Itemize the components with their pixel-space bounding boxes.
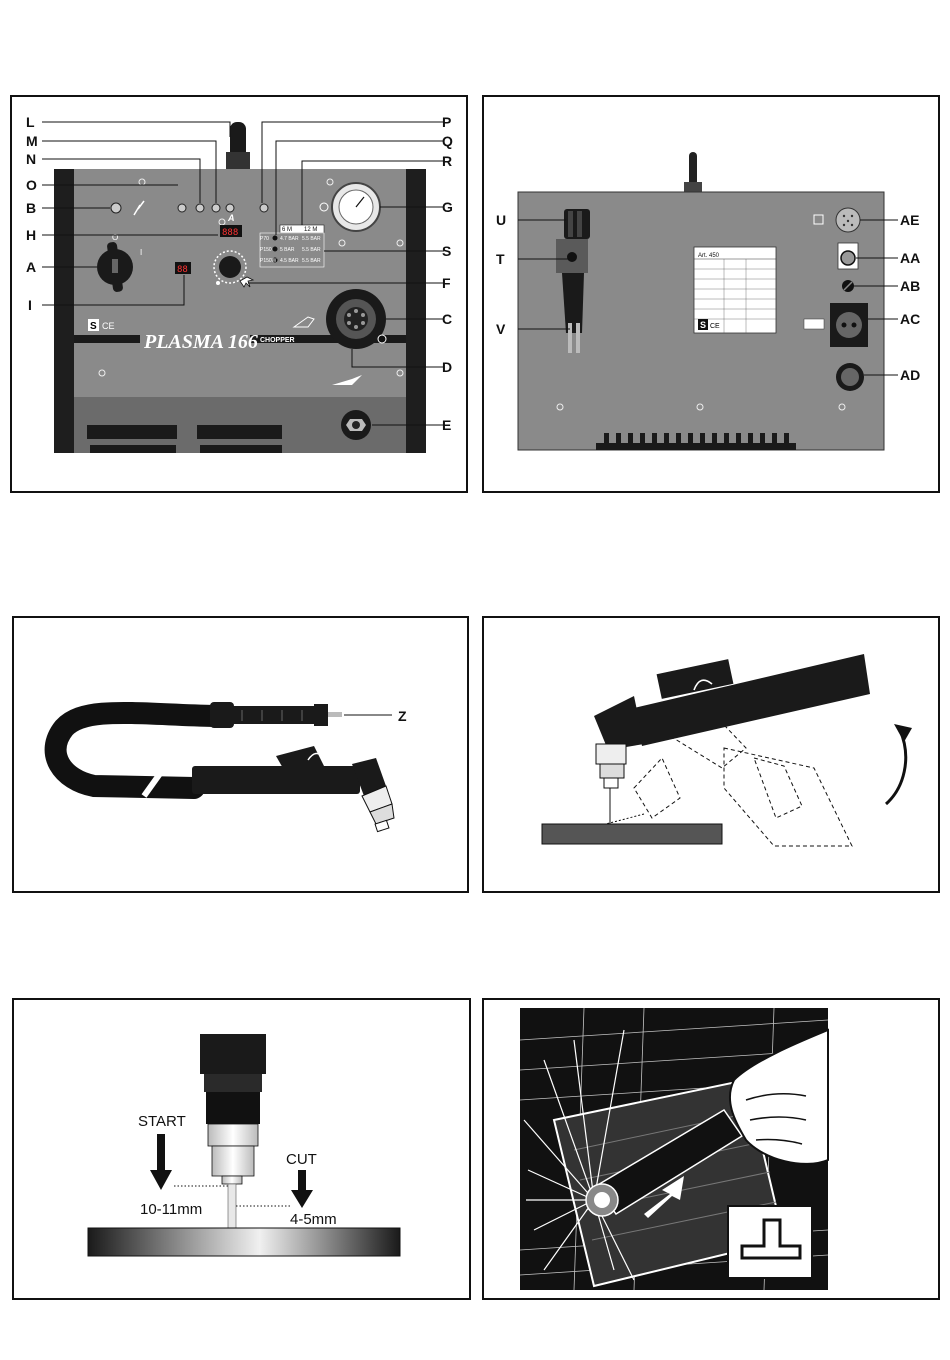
cut-distance: 4-5mm bbox=[290, 1211, 337, 1228]
pressure-header-2: 12 M bbox=[304, 227, 317, 233]
pressure-row-2-v1: 5 BAR bbox=[280, 247, 295, 253]
callout-AA: AA bbox=[900, 250, 920, 266]
torch-hose-svg: Z bbox=[14, 618, 467, 891]
pressure-row-2-name: P150 bbox=[260, 247, 272, 253]
pressure-row-2-v2: 5.5 BAR bbox=[302, 247, 321, 253]
switch-off-label: O bbox=[112, 233, 118, 242]
pressure-row-3-name: P150W bbox=[260, 258, 277, 264]
callout-C: C bbox=[442, 311, 452, 327]
cutting-illustration bbox=[482, 998, 940, 1300]
callout-Q: Q bbox=[442, 133, 453, 149]
start-label: START bbox=[138, 1113, 186, 1130]
callout-AC: AC bbox=[900, 311, 920, 327]
callout-AD: AD bbox=[900, 367, 920, 383]
display-small: 88 bbox=[177, 265, 188, 275]
callout-M: M bbox=[26, 133, 38, 149]
plate-title: Art. 450 bbox=[698, 253, 720, 259]
callout-S: S bbox=[442, 243, 451, 259]
callout-V: V bbox=[496, 321, 506, 337]
callout-T: T bbox=[496, 251, 505, 267]
amp-unit: A bbox=[227, 213, 235, 223]
logo-s: S bbox=[90, 321, 97, 332]
led-b bbox=[111, 203, 121, 213]
callout-E: E bbox=[442, 417, 451, 433]
callout-AE: AE bbox=[900, 212, 919, 228]
callout-O: O bbox=[26, 177, 37, 193]
ce-mark: CE bbox=[102, 321, 115, 331]
torch-hose-diagram: Z bbox=[12, 616, 469, 893]
callout-G: G bbox=[442, 199, 453, 215]
pressure-row-3-v2: 5.5 BAR bbox=[302, 258, 321, 264]
callout-L: L bbox=[26, 114, 35, 130]
cut-label: CUT bbox=[286, 1151, 317, 1168]
subbrand-text: CHOPPER bbox=[260, 337, 295, 344]
front-panel-diagram: PLASMA 166 CHOPPER S CE 888 A 88 O I 6 M… bbox=[10, 95, 468, 493]
rear-logo-s: S bbox=[700, 320, 706, 330]
callout-D: D bbox=[442, 359, 452, 375]
cut-height-diagram: START 10-11mm CUT 4-5mm bbox=[12, 998, 471, 1300]
callout-N: N bbox=[26, 151, 36, 167]
callout-Z: Z bbox=[398, 708, 407, 724]
front-panel-svg: PLASMA 166 CHOPPER S CE 888 A 88 O I 6 M… bbox=[12, 97, 466, 491]
switch-on-label: I bbox=[140, 248, 142, 257]
pressure-row-1-name: P70 bbox=[260, 236, 269, 242]
rear-panel-svg: Art. 450 S CE U T V AE AA AB AC AD bbox=[484, 97, 938, 491]
torch-angle-diagram bbox=[482, 616, 940, 893]
callout-A: A bbox=[26, 259, 36, 275]
display-main: 888 bbox=[222, 228, 238, 238]
pressure-row-1-v1: 4.7 BAR bbox=[280, 236, 299, 242]
start-distance: 10-11mm bbox=[140, 1201, 202, 1218]
callout-F: F bbox=[442, 275, 451, 291]
callout-B: B bbox=[26, 200, 36, 216]
cut-height-svg: START 10-11mm CUT 4-5mm bbox=[14, 1000, 469, 1298]
brand-text: PLASMA 166 bbox=[143, 331, 258, 353]
callout-R: R bbox=[442, 153, 452, 169]
callout-I: I bbox=[28, 297, 32, 313]
callout-P: P bbox=[442, 114, 451, 130]
rear-panel-diagram: Art. 450 S CE U T V AE AA AB AC AD bbox=[482, 95, 940, 493]
callout-U: U bbox=[496, 212, 506, 228]
cutting-illustration-svg bbox=[484, 1000, 938, 1298]
pressure-row-1-v2: 5.5 BAR bbox=[302, 236, 321, 242]
torch-angle-svg bbox=[484, 618, 938, 891]
rear-ce-mark: CE bbox=[710, 323, 720, 330]
callout-H: H bbox=[26, 227, 36, 243]
callout-AB: AB bbox=[900, 278, 920, 294]
pressure-header-1: 6 M bbox=[282, 227, 292, 233]
pressure-row-3-v1: 4.5 BAR bbox=[280, 258, 299, 264]
